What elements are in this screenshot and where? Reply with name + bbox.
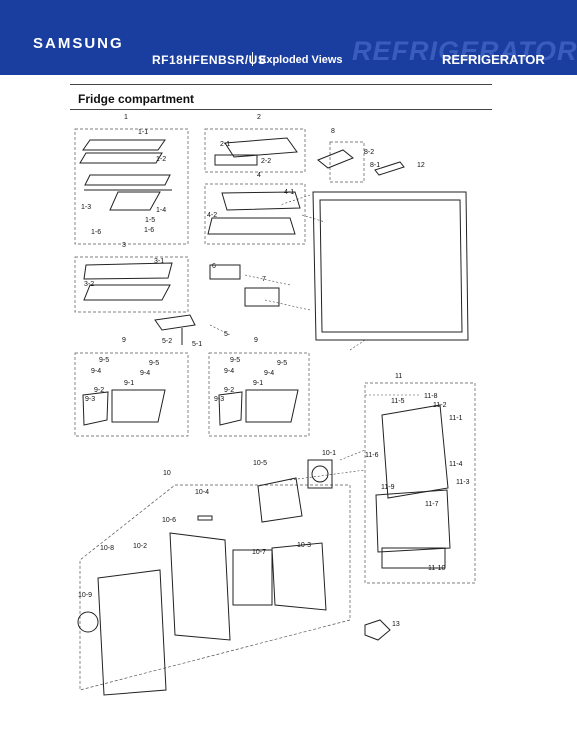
callout-4: 4: [257, 172, 261, 179]
callout-4-2: 4-2: [207, 212, 217, 219]
callout-10-7: 10-7: [252, 549, 266, 556]
callout-1-2: 1-2: [156, 156, 166, 163]
callout-9: 9: [122, 337, 126, 344]
view-type: Exploded Views: [259, 54, 343, 66]
callout-1-6b: 1-6: [144, 227, 154, 234]
callout-4-1: 4-1: [284, 189, 294, 196]
callout-11-2: 11-2: [433, 402, 447, 409]
callout-1-5: 1-5: [145, 217, 155, 224]
section-rule-bottom: [70, 109, 492, 110]
callout-10-3: 10-3: [297, 542, 311, 549]
callout-9-2: 9-2: [94, 387, 104, 394]
callout-11-3: 11-3: [456, 479, 470, 486]
callout-10-2: 10-2: [133, 543, 147, 550]
callout-1: 1: [124, 114, 128, 121]
callout-9-3: 9-3: [85, 396, 95, 403]
callout-3-1: 3-1: [154, 258, 164, 265]
callout-10-4: 10-4: [195, 489, 209, 496]
brand-logo: SAMSUNG: [33, 35, 124, 52]
callout-8-2: 8-2: [364, 149, 374, 156]
callout-9-4b: 9-4: [140, 370, 150, 377]
model-number: RF18HFENBSR/US: [152, 53, 267, 67]
callout-9-5d: 9-5: [277, 360, 287, 367]
callout-labels: 1 1-1 1-2 1-3 1-4 1-5 1-6 1-6 2 2-1 2-2 …: [78, 114, 470, 628]
callout-9-1b: 9-1: [253, 380, 263, 387]
callout-5-2: 5-2: [162, 338, 172, 345]
page-header: SAMSUNG RF18HFENBSR/US Exploded Views RE…: [0, 0, 577, 75]
callout-11-8: 11-8: [424, 393, 438, 400]
callout-11-4: 11-4: [449, 461, 463, 468]
section-rule-top: [70, 84, 492, 85]
callout-11-1: 11-1: [449, 415, 463, 422]
callout-9-3b: 9-3: [214, 396, 224, 403]
header-divider: [252, 52, 253, 66]
callout-2-1: 2-1: [220, 141, 230, 148]
callout-11-9: 11-9: [381, 484, 395, 491]
callout-2-2: 2-2: [261, 158, 271, 165]
callout-10-1: 10-1: [322, 450, 336, 457]
callout-9-2b: 9-2: [224, 387, 234, 394]
callout-11: 11: [395, 373, 402, 380]
section-title: Fridge compartment: [78, 92, 195, 106]
callout-8: 8: [331, 128, 335, 135]
callout-5: 5: [224, 331, 228, 338]
callout-11-10: 11-10: [428, 565, 445, 572]
callout-9-4: 9-4: [91, 368, 101, 375]
callout-1-4: 1-4: [156, 207, 166, 214]
callout-8-1: 8-1: [370, 162, 380, 169]
callout-11-6: 11-6: [365, 452, 379, 459]
callout-9-5b: 9-5: [149, 360, 159, 367]
callout-9c: 9: [254, 337, 258, 344]
callout-9-5c: 9-5: [230, 357, 240, 364]
callout-13: 13: [392, 621, 400, 628]
watermark-text: REFRIGERATOR: [352, 36, 577, 66]
callout-9-5: 9-5: [99, 357, 109, 364]
callout-10-6: 10-6: [162, 517, 176, 524]
callout-3-2: 3-2: [84, 281, 94, 288]
group-boxes: [74, 128, 476, 691]
callout-9-4d: 9-4: [264, 370, 274, 377]
callout-5-1: 5-1: [192, 341, 202, 348]
callout-1-1: 1-1: [138, 129, 148, 136]
callout-9-1: 9-1: [124, 380, 134, 387]
callout-3: 3: [122, 242, 126, 249]
callout-11-5: 11-5: [391, 398, 405, 405]
callout-1-3: 1-3: [81, 204, 91, 211]
callout-10-9: 10-9: [78, 592, 92, 599]
callout-10-8: 10-8: [100, 545, 114, 552]
callout-10-5: 10-5: [253, 460, 267, 467]
callout-12: 12: [417, 162, 425, 169]
callout-10: 10: [163, 470, 171, 477]
callout-7: 7: [262, 276, 266, 283]
callout-11-7: 11-7: [425, 501, 439, 508]
leader-lines: [209, 194, 420, 481]
parts-drawing: [77, 137, 469, 696]
callout-1-6: 1-6: [91, 229, 101, 236]
category-label: REFRIGERATOR: [442, 52, 545, 67]
callout-9-4c: 9-4: [224, 368, 234, 375]
callout-2: 2: [257, 114, 261, 121]
callout-6: 6: [212, 263, 216, 270]
